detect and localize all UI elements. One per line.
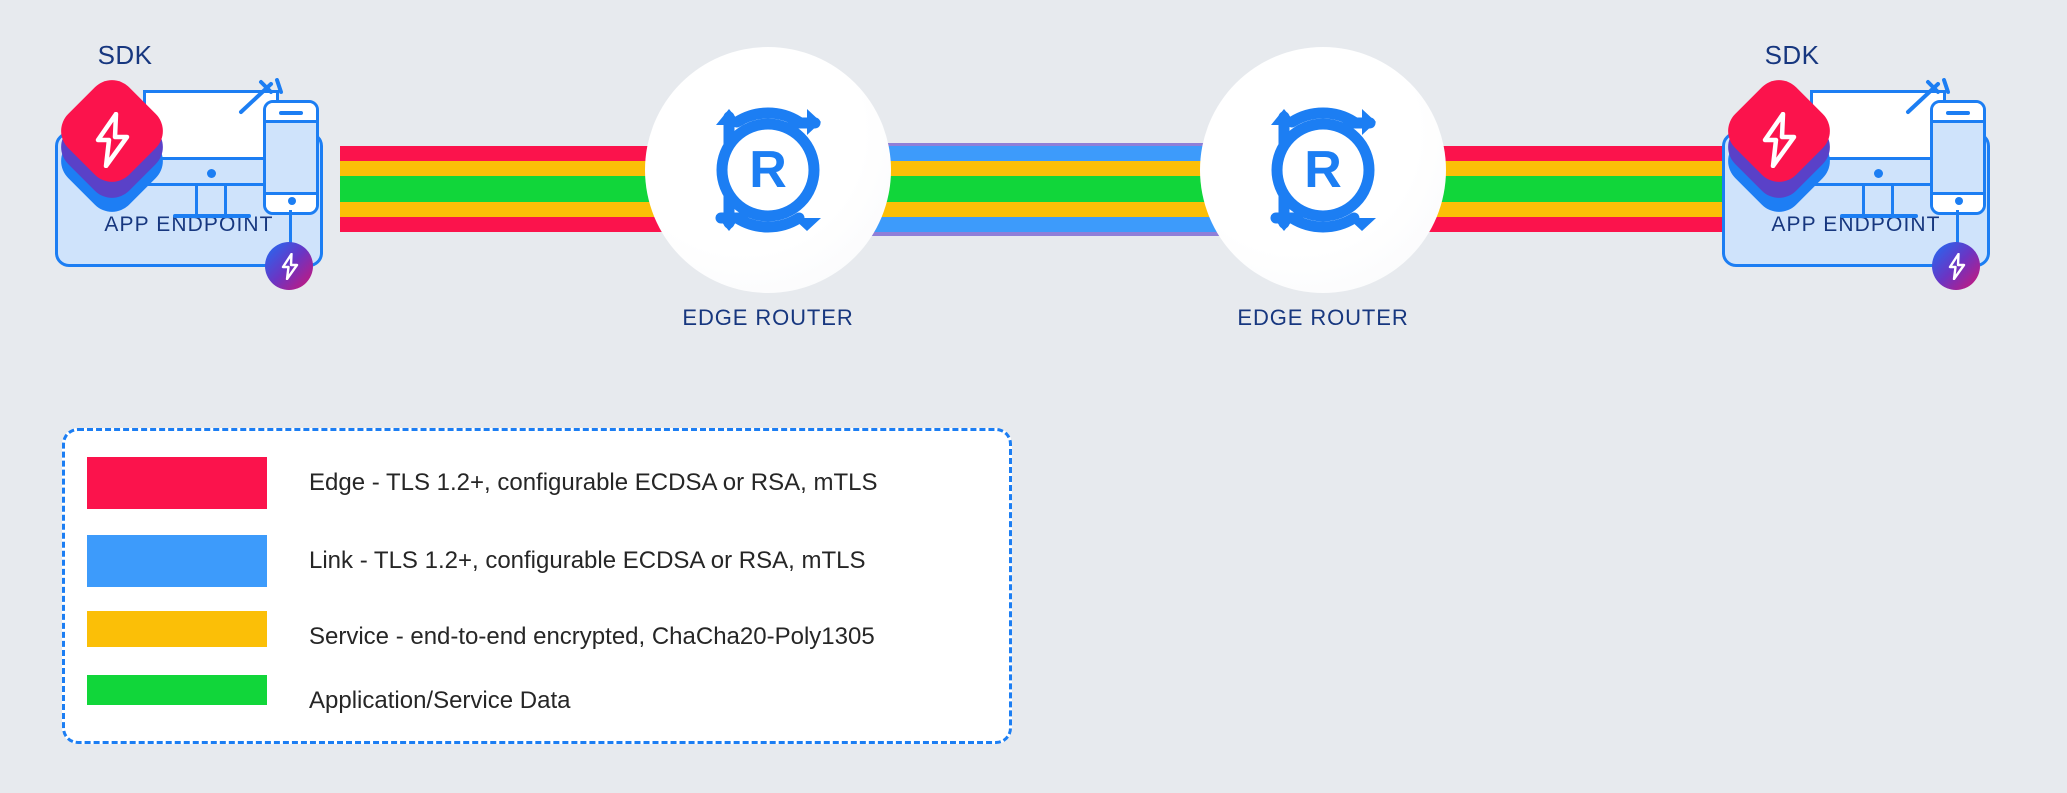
router-disc	[645, 47, 891, 293]
router-disc	[1200, 47, 1446, 293]
pipe-link-top-mid	[768, 146, 1328, 161]
pipe-link-bot-edge-mid	[768, 232, 1328, 236]
legend-label-edge: Edge - TLS 1.2+, configurable ECDSA or R…	[309, 469, 878, 496]
svg-text:R: R	[1304, 141, 1342, 199]
router-icon: R	[1240, 87, 1406, 253]
app-endpoint-left[interactable]: SDK APP ENDPOINT	[51, 40, 385, 290]
router-label: EDGE ROUTER	[1237, 305, 1409, 330]
ziti-badge-icon	[265, 242, 313, 290]
legend-row-service: Service - end-to-end encrypted, ChaCha20…	[87, 611, 987, 663]
app-endpoint-label: APP ENDPOINT	[1771, 213, 1941, 236]
legend-label-data: Application/Service Data	[309, 687, 571, 714]
monitor-icon	[143, 90, 293, 220]
app-endpoint-right[interactable]: SDK APP ENDPOINT	[1718, 40, 2052, 290]
phone-icon	[263, 100, 319, 215]
phone-icon	[1930, 100, 1986, 215]
legend-panel: Edge - TLS 1.2+, configurable ECDSA or R…	[62, 428, 1012, 744]
sdk-stack-icon	[1718, 70, 1852, 222]
ziti-badge-icon	[1932, 242, 1980, 290]
app-endpoint-label: APP ENDPOINT	[104, 213, 274, 236]
sdk-label: SDK	[97, 40, 153, 70]
pipe-link-bot-mid	[768, 217, 1328, 232]
edge-router-2[interactable]: R EDGE ROUTER	[1200, 47, 1446, 330]
endpoint-connector	[1956, 210, 1959, 250]
legend-swatch-edge	[87, 457, 267, 509]
endpoint-connector	[289, 210, 292, 250]
legend-row-edge: Edge - TLS 1.2+, configurable ECDSA or R…	[87, 457, 987, 509]
wifi-icon	[237, 78, 287, 118]
legend-swatch-data	[87, 675, 267, 705]
wifi-icon	[1904, 78, 1954, 118]
router-icon: R	[685, 87, 851, 253]
sdk-stack-icon	[51, 70, 185, 222]
edge-router-1[interactable]: R EDGE ROUTER	[645, 47, 891, 330]
router-label: EDGE ROUTER	[682, 305, 854, 330]
legend-label-service: Service - end-to-end encrypted, ChaCha20…	[309, 623, 875, 650]
svg-text:R: R	[749, 141, 787, 199]
pipe-edge-bot-right	[1330, 217, 1760, 232]
legend-swatch-service	[87, 611, 267, 647]
sdk-label: SDK	[1764, 40, 1820, 70]
legend-swatch-link	[87, 535, 267, 587]
legend-row-data: Application/Service Data	[87, 675, 987, 727]
pipe-link-top-edge-mid	[768, 143, 1328, 147]
legend-row-link: Link - TLS 1.2+, configurable ECDSA or R…	[87, 535, 987, 587]
legend-label-link: Link - TLS 1.2+, configurable ECDSA or R…	[309, 547, 866, 574]
